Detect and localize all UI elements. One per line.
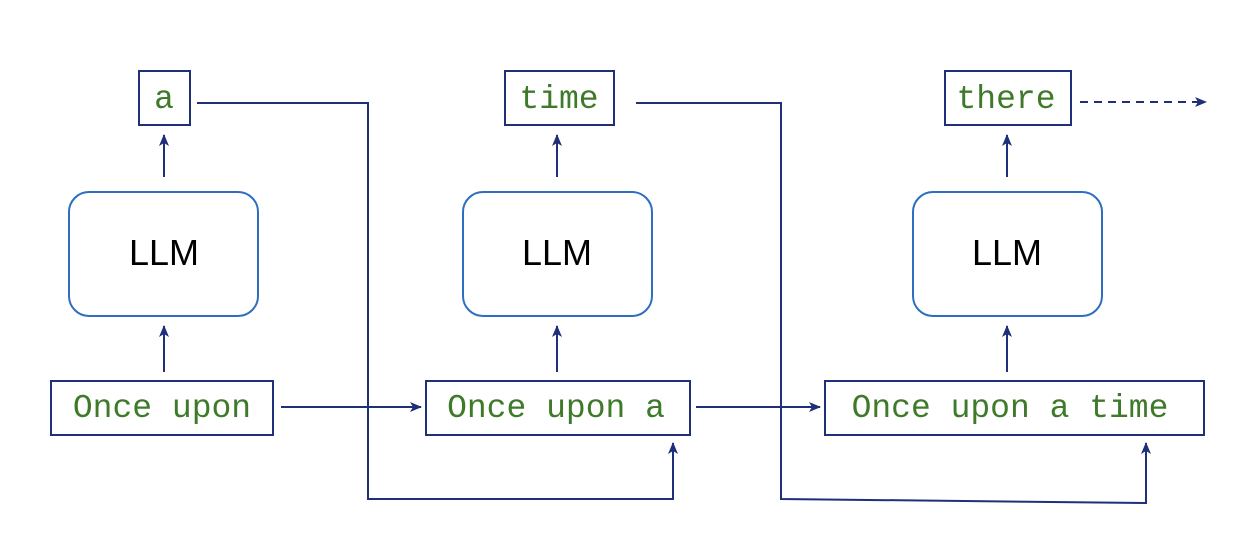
output-text-3: there [956,81,1055,118]
llm-box-1 [68,191,259,317]
output-box-2 [504,70,615,126]
llm-label-2: LLM [522,232,592,273]
llm-label-1: LLM [129,232,199,273]
input-text-2: Once upon a [447,390,665,427]
output-box-1 [138,70,191,126]
input-box-1 [50,380,274,436]
input-box-2 [425,380,691,436]
step-2: Once upon a LLM time [425,70,691,436]
feedback-arrow-1 [197,102,678,500]
output-text-2: time [519,81,598,118]
llm-box-2 [462,191,653,317]
step-3: Once upon a time LLM there [824,70,1207,436]
input-box-3 [824,380,1205,436]
step-1: Once upon LLM a [50,70,274,436]
input-text-3: Once upon a time [852,390,1169,427]
llm-label-3: LLM [972,232,1042,273]
output-text-1: a [154,81,174,118]
input-text-1: Once upon [73,390,251,427]
feedback-arrow-2 [636,102,1151,505]
llm-box-3 [912,191,1103,317]
output-box-3 [944,70,1072,126]
